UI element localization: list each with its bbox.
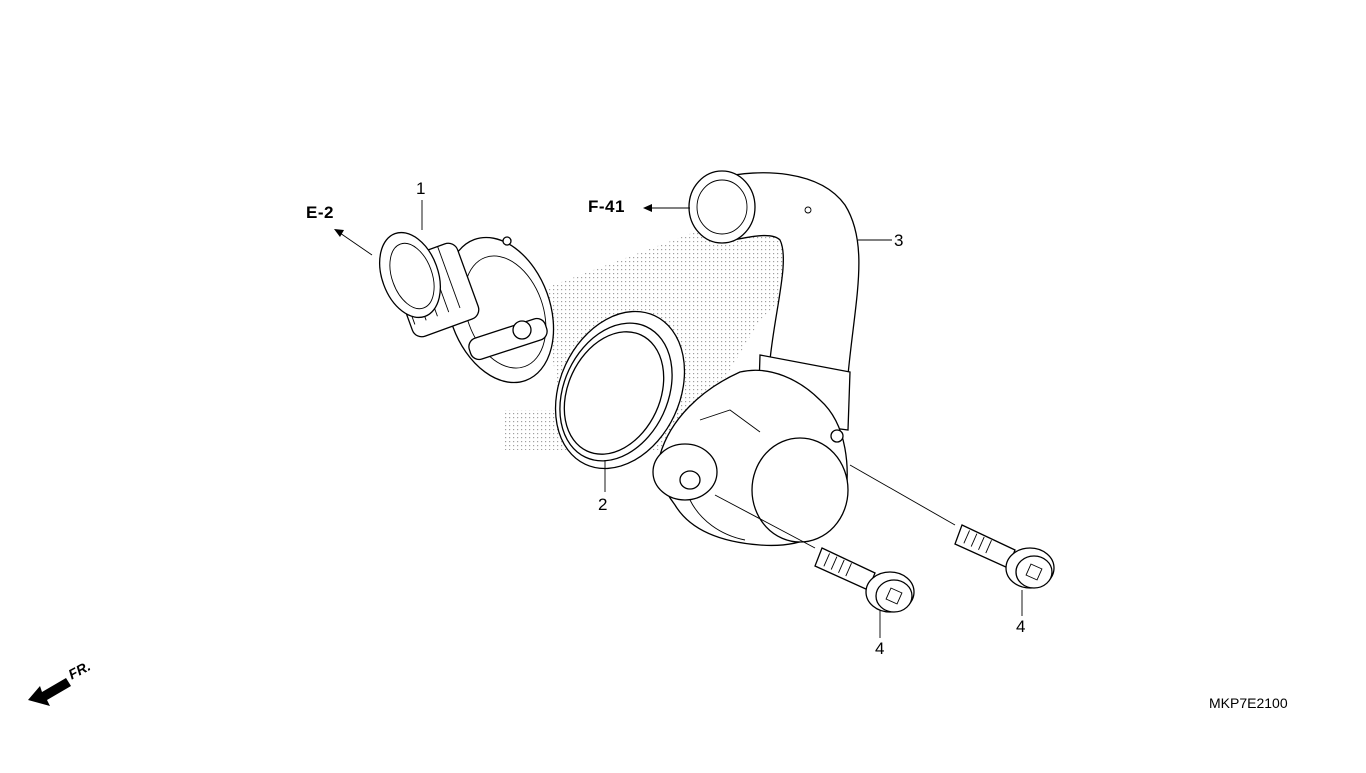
callout-1: 1 [416, 179, 426, 198]
flange-bolt-left[interactable] [814, 547, 915, 613]
callout-4-right: 4 [1016, 617, 1026, 636]
thermostat-part[interactable] [369, 222, 573, 397]
thermostat-housing-part[interactable] [652, 170, 860, 547]
callout-4-left: 4 [875, 639, 885, 658]
leader-lines [334, 200, 1023, 638]
o-ring-part[interactable] [531, 290, 709, 489]
front-arrow-icon [28, 678, 71, 706]
reference-f-41[interactable]: F-41 [588, 197, 625, 216]
diagram-code: MKP7E2100 [1209, 695, 1288, 711]
flange-bolt-right[interactable] [954, 524, 1055, 589]
reference-e-2[interactable]: E-2 [306, 203, 334, 222]
callout-2: 2 [598, 495, 608, 514]
callout-3: 3 [894, 231, 904, 250]
